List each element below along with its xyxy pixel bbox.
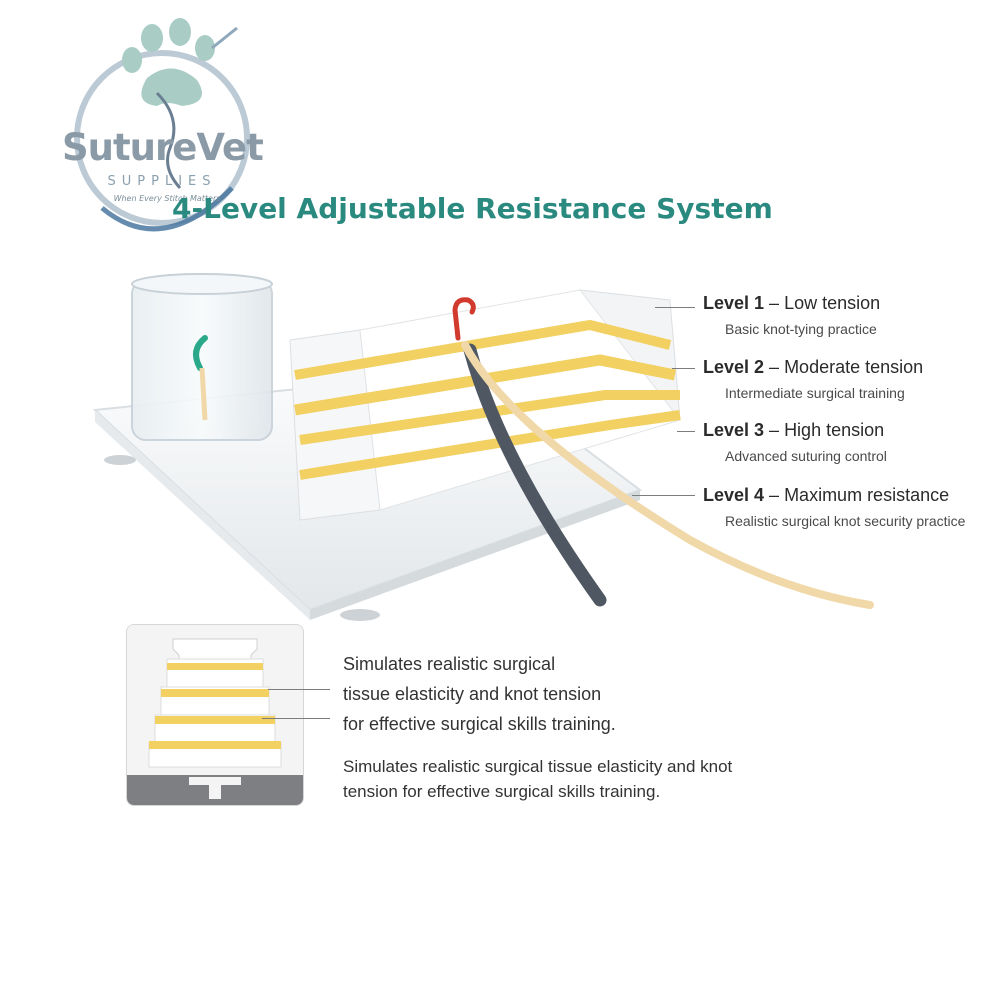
level-4-heading: Level 4 – Maximum resistance	[703, 485, 950, 505]
inset-line-3: for effective surgical skills training.	[343, 714, 616, 734]
logo-tagline: When Every Stitch Matters	[113, 194, 221, 203]
leader-line-level-4	[632, 495, 695, 496]
level-2-item: Level 2 – Moderate tension Intermediate …	[703, 357, 993, 403]
level-4-item: Level 4 – Maximum resistance Realistic s…	[703, 485, 993, 531]
page-title: 4-Level Adjustable Resistance System	[172, 192, 773, 225]
brand-logo: SutureVet SUPPLIES When Every Stitch Mat…	[62, 8, 264, 243]
level-3-label: Level 3	[703, 420, 765, 440]
suture-practice-board-illustration	[92, 273, 874, 621]
tension-pad-stack	[289, 289, 681, 521]
green-hook-icon	[193, 335, 208, 371]
glass-cup	[131, 273, 273, 441]
dark-suture-cord	[463, 343, 607, 607]
level-1-description: Basic knot-tying practice	[725, 321, 877, 337]
level-4-description: Realistic surgical knot security practic…	[725, 513, 966, 529]
level-3-description: Advanced suturing control	[725, 448, 887, 464]
inset-line-1: Simulates realistic surgical	[343, 654, 556, 674]
level-2-description: Intermediate surgical training	[725, 385, 905, 401]
bottom-caption: Simulates realistic surgical tissue elas…	[343, 757, 733, 801]
level-4-name: Maximum resistance	[784, 485, 950, 505]
level-4-label: Level 4	[703, 485, 765, 505]
logo-emblem	[74, 18, 250, 232]
inset-line-2: tissue elasticity and knot tension	[343, 684, 602, 704]
level-3-heading: Level 3 – High tension	[703, 420, 885, 440]
leader-line-level-3	[677, 431, 695, 432]
inset-leader-line-1	[268, 689, 330, 690]
light-suture-cord	[461, 341, 874, 609]
level-1-label: Level 1	[703, 293, 765, 313]
logo-sub-text: SUPPLIES	[107, 174, 217, 189]
level-3-item: Level 3 – High tension Advanced suturing…	[703, 420, 993, 466]
pad-cross-section-diagram	[127, 625, 303, 805]
level-1-heading: Level 1 – Low tension	[703, 293, 881, 313]
level-2-label: Level 2	[703, 357, 765, 377]
level-2-name: Moderate tension	[784, 357, 924, 377]
leader-line-level-2	[672, 368, 695, 369]
cross-section-inset	[126, 624, 304, 806]
red-hook-icon	[452, 297, 476, 341]
level-1-item: Level 1 – Low tension Basic knot-tying p…	[703, 293, 993, 339]
paw-print-icon	[122, 18, 215, 106]
logo-brand-text: SutureVet	[62, 126, 264, 169]
level-3-name: High tension	[784, 420, 885, 440]
inset-leader-line-2	[262, 718, 330, 719]
level-2-heading: Level 2 – Moderate tension	[703, 357, 924, 377]
level-1-name: Low tension	[784, 293, 881, 313]
inset-description: Simulates realistic surgical tissue elas…	[343, 649, 616, 739]
leader-line-level-1	[655, 307, 695, 308]
